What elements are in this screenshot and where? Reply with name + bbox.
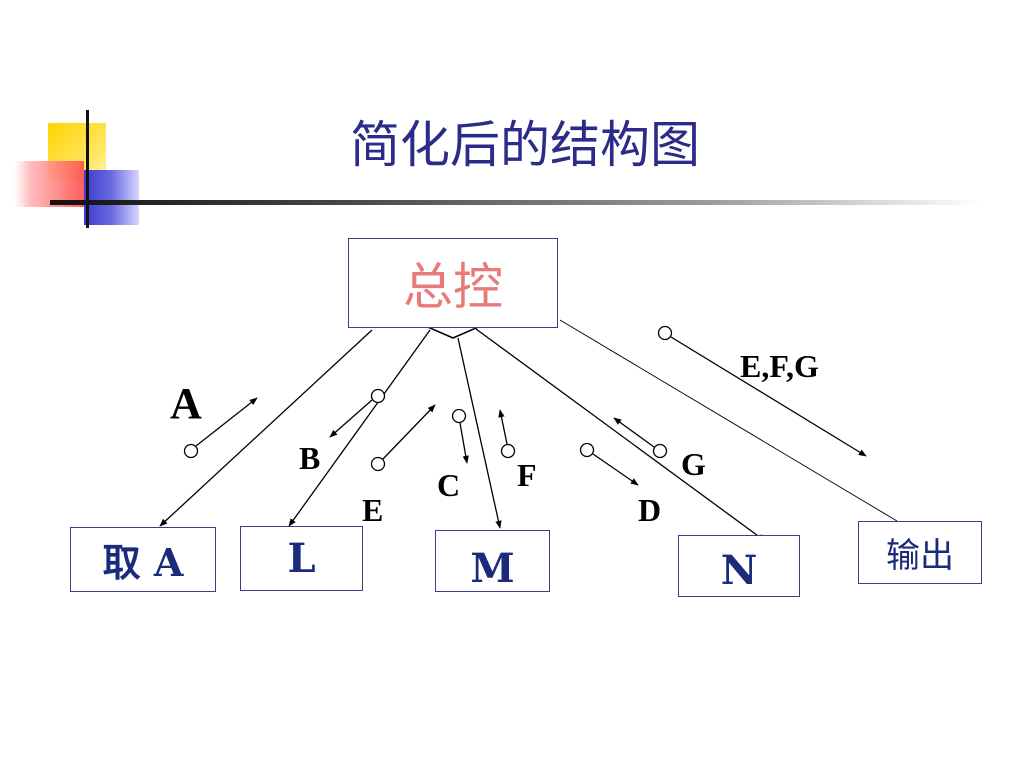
l-label: L [287,535,316,582]
output-box: 输出 [858,521,982,584]
decor-blue-square [84,170,139,225]
control-line-l [288,329,431,527]
flow-a [183,397,258,459]
take-a-box: 取 A [70,527,216,592]
flow-label-c: C [437,467,461,503]
output-label: 输出 [886,536,954,576]
decor-red-square [14,161,84,207]
l-box: L [240,526,363,591]
flow-label-f: F [517,457,537,493]
title-underline [50,200,980,205]
m-box: M [435,530,550,592]
flow-c [451,408,469,464]
control-line-n [475,328,766,542]
flow-label-d: D [638,492,662,528]
flow-label-b: B [299,440,321,476]
flow-efg [657,325,867,457]
n-label: N [720,546,758,594]
m-label: M [470,544,515,592]
flow-e [370,404,436,472]
n-box: N [678,535,800,597]
take-a-label: 取 A [102,540,184,585]
flow-d [579,442,639,486]
flow-b [329,388,386,438]
control-line-m [457,337,502,529]
main-control-box: 总控 [348,238,558,328]
control-line-take-a [159,329,373,527]
flow-f [498,409,516,459]
flow-label-e: E [362,492,384,528]
page-title: 简化后的结构图 [350,116,700,174]
decor-vertical-line [86,110,89,228]
flow-label-g: G [681,446,706,482]
flow-label-efg: E,F,G [740,348,819,384]
main-control-label: 总控 [403,258,503,316]
flow-label-a: A [170,379,202,428]
control-line-output [559,319,898,522]
flow-g [613,417,668,459]
